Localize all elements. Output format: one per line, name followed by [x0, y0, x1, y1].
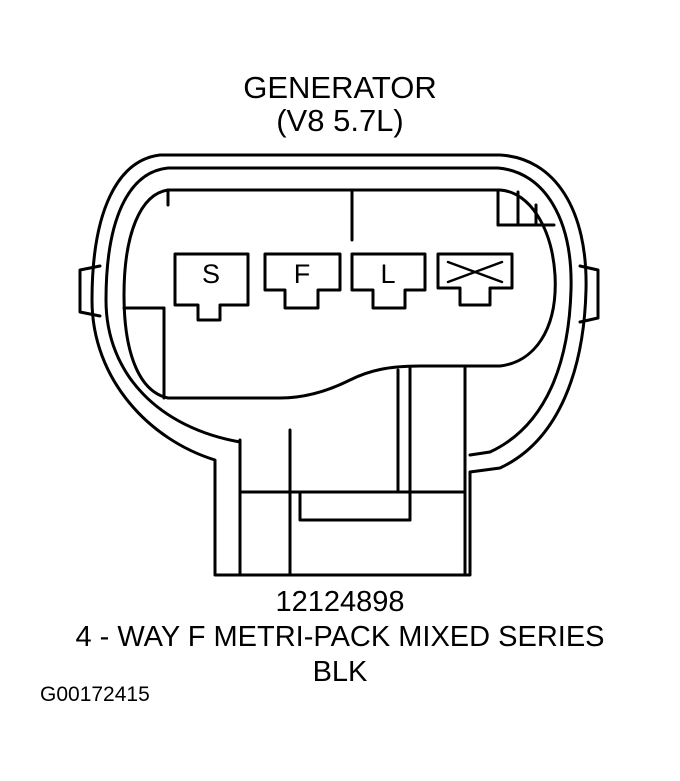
terminal-cavity-f — [263, 252, 342, 310]
pin-label-f: F — [294, 259, 311, 289]
unused-cavity-x-icon — [446, 260, 504, 284]
terminal-cavity-s — [173, 252, 250, 322]
pin-label-l: L — [380, 259, 395, 289]
connector-housing-inner-rim — [104, 166, 573, 457]
connector-subtitle: (V8 5.7L) — [276, 103, 404, 138]
connector-color: BLK — [312, 656, 368, 688]
shroud-latch — [238, 490, 467, 522]
pin-label-s: S — [202, 259, 220, 289]
cavity-face — [122, 188, 557, 400]
part-number: 12124898 — [275, 586, 405, 618]
connector-housing-outer — [90, 153, 588, 577]
divider-rib-right-corner — [516, 190, 538, 227]
connector-title: GENERATOR — [243, 70, 437, 105]
left-lock-tab — [78, 264, 102, 318]
terminal-cavity-l — [350, 252, 427, 310]
figure-id: G00172415 — [40, 683, 150, 706]
right-lock-tab — [578, 264, 600, 324]
terminal-cavity-unused — [436, 252, 514, 307]
connector-description: 4 - WAY F METRI-PACK MIXED SERIES — [75, 621, 605, 653]
